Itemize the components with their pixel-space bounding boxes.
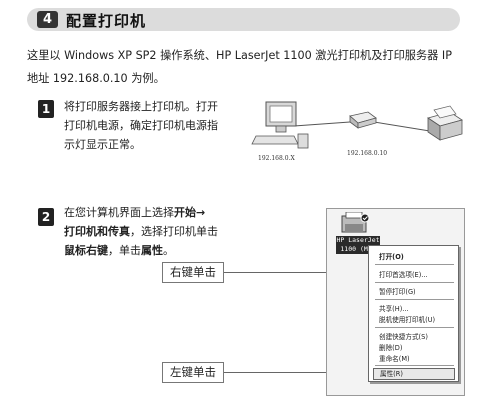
section-header-bar [27, 8, 460, 31]
network-cable [293, 121, 351, 127]
menu-item-use-offline[interactable]: 脱机使用打印机(U) [379, 316, 436, 324]
computer-icon [251, 101, 309, 149]
menu-item-sharing[interactable]: 共享(H)... [379, 305, 409, 313]
server-ip-label: 192.168.0.10 [347, 150, 388, 157]
step-1-badge: 1 [38, 100, 54, 118]
menu-item-printing-preferences[interactable]: 打印首选项(E)... [379, 271, 428, 279]
step-2-text-bold: 开始→ [174, 206, 206, 219]
menu-separator [375, 327, 454, 328]
network-cable [373, 121, 437, 133]
step-2-text-part: 在您计算机界面上选择 [64, 206, 174, 219]
menu-item-create-shortcut[interactable]: 创建快捷方式(S) [379, 333, 428, 341]
menu-item-pause-printing[interactable]: 暂停打印(G) [379, 288, 416, 296]
network-diagram [251, 101, 463, 149]
step-2-text-bold: 属性 [141, 244, 163, 257]
printer-icon-label-line: 1100 (MS) [340, 245, 376, 253]
step-2-text-part: ，单击 [108, 244, 141, 257]
menu-item-properties[interactable]: 属性(R) [373, 368, 455, 380]
menu-item-open[interactable]: 打开(O) [379, 253, 404, 261]
section-number-badge: 4 [37, 11, 58, 28]
printer-icon-label-line: HP LaserJet [336, 236, 380, 244]
section-title: 配置打印机 [66, 12, 147, 30]
step-2-text-part: 。 [163, 244, 174, 257]
intro-line-1: 这里以 Windows XP SP2 操作系统、HP LaserJet 1100… [27, 49, 452, 62]
step-2-text: 在您计算机界面上选择开始→ 打印机和传真，选择打印机单击 鼠标右键，单击属性。 [64, 203, 218, 260]
pc-ip-label: 192.168.0.X [258, 155, 295, 162]
context-menu: 打开(O) 打印首选项(E)... 暂停打印(G) 共享(H)... 脱机使用打… [368, 245, 459, 382]
menu-separator [375, 365, 454, 366]
menu-item-rename[interactable]: 重命名(M) [379, 355, 410, 363]
menu-item-delete[interactable]: 删除(D) [379, 344, 403, 352]
menu-separator [375, 264, 454, 265]
callout-pointer-line [224, 372, 372, 373]
printer-desktop-icon[interactable] [338, 212, 372, 236]
step-1-text: 将打印服务器接上打印机。打开 打印机电源，确定打印机电源指 示灯显示正常。 [64, 97, 218, 154]
printer-icon [427, 105, 463, 141]
menu-separator [375, 282, 454, 283]
step-2-badge: 2 [38, 208, 54, 226]
print-server-icon [349, 111, 377, 129]
menu-separator [375, 299, 454, 300]
step-1-line: 打印机电源，确定打印机电源指 [64, 119, 218, 132]
step-1-line: 示灯显示正常。 [64, 138, 141, 151]
step-2-text-bold: 打印机和传真 [64, 225, 130, 238]
intro-line-2: 地址 192.168.0.10 为例。 [27, 72, 165, 85]
step-1-line: 将打印服务器接上打印机。打开 [64, 100, 218, 113]
callout-pointer-line [224, 272, 368, 273]
left-click-callout: 左键单击 [162, 362, 224, 383]
step-2-text-bold: 鼠标右键 [64, 244, 108, 257]
right-click-callout: 右键单击 [162, 262, 224, 283]
step-2-text-part: ，选择打印机单击 [130, 225, 218, 238]
